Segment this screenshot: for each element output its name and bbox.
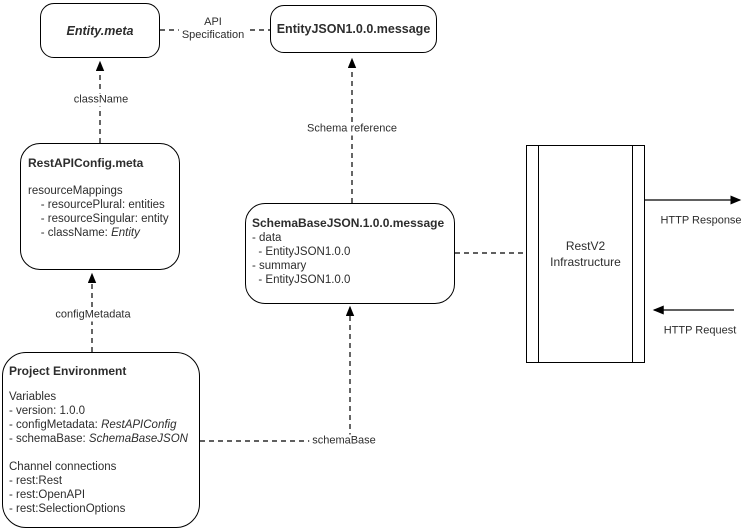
classname-label: className <box>70 93 132 107</box>
project-environment-line: - version: 1.0.0 <box>9 404 199 418</box>
schema-base-json-line: - summary <box>252 259 454 273</box>
line-text: resourceMappings <box>28 185 123 197</box>
schema-base-json-node: SchemaBaseJSON.1.0.0.message - data - En… <box>245 203 455 304</box>
line-text: - rest:Rest <box>9 475 63 487</box>
line-text: - resourceSingular: entity <box>28 213 169 225</box>
line-text: - resourcePlural: entities <box>28 199 165 211</box>
rest-v2-infrastructure-title: RestV2 Infrastructure <box>550 238 621 270</box>
line-text: - summary <box>252 260 307 272</box>
component-right-bar <box>632 146 633 362</box>
project-environment-line <box>9 446 199 460</box>
project-environment-line: - rest:OpenAPI <box>9 488 199 502</box>
project-environment-line: Variables <box>9 390 199 404</box>
line-text: - schemaBase: <box>9 433 89 445</box>
project-environment-line: - configMetadata: RestAPIConfig <box>9 418 199 432</box>
entity-json-message-title: EntityJSON1.0.0.message <box>276 22 431 36</box>
project-environment-title: Project Environment <box>9 364 127 378</box>
rest-api-config-title: RestAPIConfig.meta <box>28 156 144 170</box>
rest-api-config-node: RestAPIConfig.meta resourceMappings - re… <box>20 143 180 270</box>
line-text: - rest:SelectionOptions <box>9 503 126 515</box>
connector-schemabase-arrow <box>200 305 355 442</box>
line-text: - EntityJSON1.0.0 <box>252 274 351 286</box>
line-text: - version: 1.0.0 <box>9 405 86 417</box>
rest-v2-infrastructure-node: RestV2 Infrastructure <box>526 145 645 363</box>
api-specification-line2: Specification <box>181 29 245 41</box>
line-text-italic: RestAPIConfig <box>101 419 177 431</box>
line-text: - data <box>252 232 282 244</box>
line-text-italic: SchemaBaseJSON <box>88 433 188 445</box>
api-specification-label: API Specification <box>178 16 248 42</box>
rest-v2-line1: RestV2 <box>565 239 606 253</box>
rest-v2-line2: Infrastructure <box>550 255 621 269</box>
project-environment-line: - rest:Rest <box>9 474 199 488</box>
rest-api-config-line: - resourceSingular: entity <box>28 212 179 226</box>
schema-base-json-title: SchemaBaseJSON.1.0.0.message <box>252 216 445 230</box>
line-text: Channel connections <box>9 461 117 473</box>
http-response-label: HTTP Response <box>660 214 742 227</box>
line-text: - rest:OpenAPI <box>9 489 86 501</box>
schemabase-label: schemaBase <box>309 434 379 448</box>
project-environment-node: Project Environment Variables - version:… <box>2 352 200 528</box>
entity-json-message-node: EntityJSON1.0.0.message <box>270 5 437 53</box>
line-text: - className: <box>28 227 112 239</box>
schema-base-json-line: - EntityJSON1.0.0 <box>252 273 454 287</box>
rest-api-config-line: resourceMappings <box>28 184 179 198</box>
rest-api-config-line: - className: Entity <box>28 226 179 240</box>
configmetadata-label: configMetadata <box>52 308 134 322</box>
line-text: - EntityJSON1.0.0 <box>252 246 351 258</box>
rest-api-config-line: - resourcePlural: entities <box>28 198 179 212</box>
line-text-italic: Entity <box>111 227 140 239</box>
schema-base-json-line: - data <box>252 231 454 245</box>
api-specification-line1: API <box>204 16 222 28</box>
project-environment-line: - schemaBase: SchemaBaseJSON <box>9 432 199 446</box>
project-environment-line: Channel connections <box>9 460 199 474</box>
http-request-label: HTTP Request <box>663 324 737 337</box>
line-text: Variables <box>9 391 57 403</box>
entity-meta-title: Entity.meta <box>66 23 134 38</box>
project-environment-line: - rest:SelectionOptions <box>9 502 199 516</box>
component-left-bar <box>538 146 539 362</box>
entity-meta-node: Entity.meta <box>40 3 160 58</box>
line-text: - configMetadata: <box>9 419 102 431</box>
schema-reference-label: Schema reference <box>304 122 400 136</box>
schema-base-json-line: - EntityJSON1.0.0 <box>252 245 454 259</box>
